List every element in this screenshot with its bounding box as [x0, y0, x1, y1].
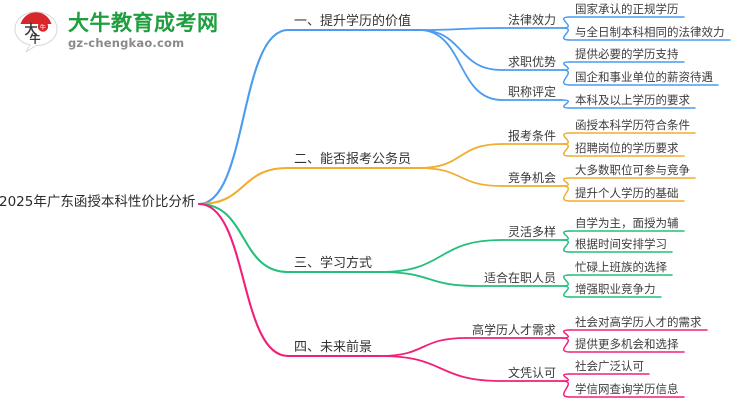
leaf-1-1-1[interactable]: 国家承认的正规学历: [575, 1, 679, 16]
svg-text:牛: 牛: [30, 32, 41, 46]
connector-line: [379, 271, 479, 287]
speech-bubble-logo-icon: 牛 大 牛: [12, 8, 60, 54]
connector-line: [561, 69, 571, 86]
leaf-2-2-1[interactable]: 大多数职位可参与竞争: [575, 162, 690, 177]
branch-node-1[interactable]: 一、提升学历的价值: [294, 14, 412, 29]
connector-line: [561, 373, 571, 382]
connector-line: [379, 337, 467, 357]
leaf-1-1-2[interactable]: 与全日制本科相同的法律效力: [575, 24, 725, 39]
subnode-1-3[interactable]: 职称评定: [508, 85, 557, 99]
connector-line: [561, 239, 571, 253]
logo-title: 大牛教育成考网: [68, 10, 219, 35]
connector-line: [561, 285, 571, 298]
leaf-2-1-1[interactable]: 函授本科学历符合条件: [575, 117, 690, 132]
subnode-2-2[interactable]: 竞争机会: [508, 171, 557, 185]
connector-line: [379, 239, 503, 273]
branch-node-2[interactable]: 二、能否报考公务员: [294, 152, 412, 167]
mindmap-root-node[interactable]: 2025年广东函授本科性价比分析: [0, 194, 196, 210]
connector-line: [561, 61, 571, 71]
svg-text:牛: 牛: [40, 23, 46, 31]
connector-line: [561, 185, 571, 202]
leaf-4-1-2[interactable]: 提供更多机会和选择: [575, 336, 679, 351]
branch-node-4[interactable]: 四、未来前景: [294, 340, 373, 355]
leaf-3-2-2[interactable]: 增强职业竞争力: [575, 281, 656, 296]
connector-line: [561, 230, 571, 241]
connector-line: [561, 337, 571, 353]
connector-line: [418, 29, 503, 101]
connector-line: [561, 27, 571, 41]
leaf-1-2-1[interactable]: 提供必要的学历支持: [575, 46, 679, 61]
connector-line: [561, 274, 571, 287]
leaf-2-2-2[interactable]: 提升个人学历的基础: [575, 185, 679, 200]
connector-line: [197, 28, 290, 206]
connector-line: [561, 143, 571, 157]
connector-line: [418, 27, 503, 31]
leaf-3-2-1[interactable]: 忙碌上班族的选择: [575, 259, 667, 274]
connector-line: [197, 166, 290, 206]
connector-line: [561, 380, 571, 398]
subnode-2-1[interactable]: 报考条件: [508, 129, 557, 143]
connector-line: [561, 177, 571, 187]
connector-line: [197, 202, 290, 274]
connector-line: [561, 132, 571, 145]
site-logo[interactable]: 牛 大 牛 大牛教育成考网 gz-chengkao.com: [12, 8, 219, 54]
subnode-3-1[interactable]: 灵活多样: [508, 225, 557, 239]
connector-line: [561, 16, 571, 29]
connector-line: [379, 355, 503, 382]
leaf-3-1-2[interactable]: 根据时间安排学习: [575, 236, 667, 251]
subnode-3-2[interactable]: 适合在职人员: [484, 271, 557, 285]
subnode-4-1[interactable]: 高学历人才需求: [472, 323, 557, 337]
svg-text:大: 大: [24, 22, 37, 38]
connector-line: [197, 202, 290, 358]
logo-subtitle: gz-chengkao.com: [68, 35, 185, 50]
connector-line: [418, 167, 503, 187]
leaf-1-3-1[interactable]: 本科及以上学历的要求: [575, 92, 690, 107]
subnode-4-2[interactable]: 文凭认可: [508, 366, 557, 380]
logo-text-block: 大牛教育成考网 gz-chengkao.com: [68, 10, 219, 50]
leaf-4-1-1[interactable]: 社会对高学历人才的需求: [575, 314, 702, 329]
connector-line: [418, 143, 503, 169]
branch-node-3[interactable]: 三、学习方式: [294, 256, 373, 271]
connector-line: [561, 329, 571, 339]
leaf-4-2-2[interactable]: 学信网查询学历信息: [575, 381, 679, 396]
connector-line: [561, 99, 571, 109]
leaf-2-1-2[interactable]: 招聘岗位的学历要求: [575, 140, 679, 155]
leaf-1-2-2[interactable]: 国企和事业单位的薪资待遇: [575, 69, 713, 84]
subnode-1-2[interactable]: 求职优势: [508, 55, 557, 69]
leaf-3-1-1[interactable]: 自学为主，面授为辅: [575, 215, 679, 230]
subnode-1-1[interactable]: 法律效力: [508, 13, 557, 27]
leaf-4-2-1[interactable]: 社会广泛认可: [575, 358, 644, 373]
